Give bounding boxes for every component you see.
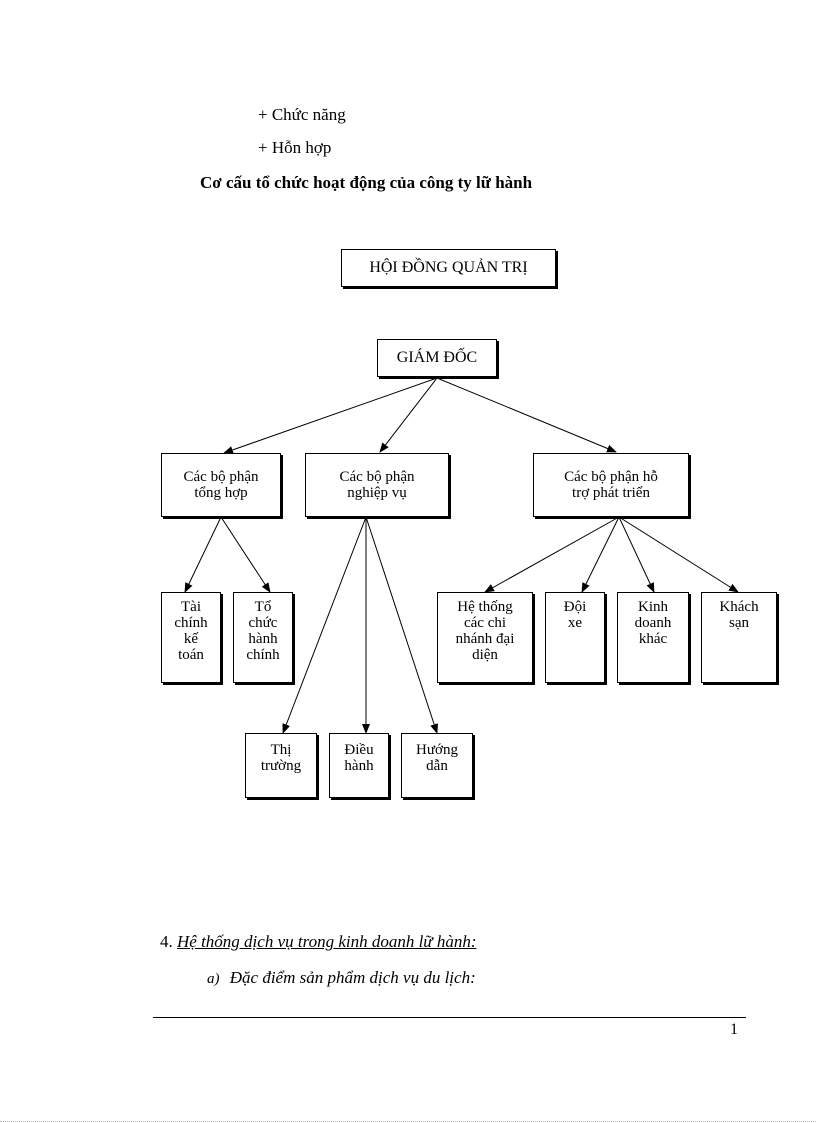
arrow-support-other (618, 516, 655, 593)
section-title: Hệ thống dịch vụ trong kinh doanh lữ hàn… (177, 932, 477, 951)
unit-market-label-1: Thị (270, 742, 292, 758)
unit-admin-label-2: chức (248, 615, 278, 631)
unit-hotel-label-1: Khách (719, 599, 759, 615)
unit-vehicles-label-1: Đội (563, 599, 587, 615)
unit-admin-label-1: Tổ (254, 599, 272, 615)
arrow-director-general (223, 377, 438, 454)
unit-branches-label-1: Hệ thống (457, 599, 513, 615)
arrow-operations-guide (365, 516, 438, 734)
dept-support-label-2: trợ phát triển (572, 485, 650, 501)
unit-guide-box: Hướng dẫn (401, 733, 473, 798)
director-label: GIÁM ĐỐC (396, 349, 478, 366)
unit-finance-label-3: kế (183, 631, 199, 647)
page-bottom-edge (0, 1121, 816, 1122)
list-line-mixed: + Hỗn hợp (258, 138, 332, 157)
arrow-general-admin (220, 516, 271, 593)
unit-operating-box: Điều hành (329, 733, 389, 798)
dept-operations-label-2: nghiệp vụ (347, 485, 407, 501)
unit-admin-box: Tổ chức hành chính (233, 592, 293, 683)
unit-branches-label-4: diện (472, 647, 498, 663)
director-box: GIÁM ĐỐC (377, 339, 497, 377)
unit-admin-label-4: chính (246, 647, 280, 663)
unit-finance-label-4: toán (178, 647, 204, 663)
unit-other-label-1: Kinh (638, 599, 668, 615)
subsection-title: Đặc điểm sản phẩm dịch vụ du lịch: (229, 968, 476, 987)
arrow-director-operations (379, 377, 438, 453)
unit-hotel-label-2: sạn (729, 615, 749, 631)
arrow-support-vehicles (581, 516, 620, 593)
board-of-directors-box: HỘI ĐỒNG QUẢN TRỊ (341, 249, 556, 287)
dept-operations-label-1: Các bộ phận (339, 469, 415, 485)
footer-rule (153, 1017, 746, 1018)
arrow-director-support (436, 377, 617, 453)
unit-other-label-2: doanh (634, 615, 672, 631)
arrow-support-branches (484, 516, 620, 593)
dept-support-label-1: Các bộ phận hỗ (564, 469, 658, 485)
unit-vehicles-label-2: xe (567, 615, 583, 631)
dept-support-box: Các bộ phận hỗ trợ phát triển (533, 453, 689, 517)
arrow-operations-market (282, 516, 367, 734)
arrow-general-finance (184, 516, 222, 593)
unit-market-box: Thị trường (245, 733, 317, 798)
unit-branches-label-3: nhánh đại (455, 631, 515, 647)
unit-branches-label-2: các chi (463, 615, 507, 631)
unit-guide-label-2: dẫn (426, 758, 448, 774)
unit-other-label-3: khác (638, 631, 668, 647)
unit-branches-box: Hệ thống các chi nhánh đại diện (437, 592, 533, 683)
unit-admin-label-3: hành (248, 631, 278, 647)
unit-operating-label-1: Điều (344, 742, 374, 758)
list-line-function: + Chức năng (258, 105, 346, 124)
arrow-support-hotel (618, 516, 739, 593)
subsection-marker: a) (207, 971, 220, 987)
unit-hotel-box: Khách sạn (701, 592, 777, 683)
unit-operating-label-2: hành (344, 758, 374, 774)
unit-vehicles-box: Đội xe (545, 592, 605, 683)
unit-guide-label-1: Hướng (416, 742, 458, 758)
unit-finance-label-2: chính (174, 615, 208, 631)
section-heading: Cơ cấu tổ chức hoạt động của công ty lữ … (200, 173, 533, 192)
page-number: 1 (730, 1021, 738, 1038)
board-label: HỘI ĐỒNG QUẢN TRỊ (369, 259, 528, 276)
unit-other-business-box: Kinh doanh khác (617, 592, 689, 683)
dept-general-label-2: tổng hợp (194, 485, 248, 501)
section-number: 4. (160, 932, 173, 951)
dept-general-label-1: Các bộ phận (183, 469, 259, 485)
subsection-a: a) Đặc điểm sản phẩm dịch vụ du lịch: (207, 968, 476, 988)
unit-market-label-2: trường (260, 758, 302, 774)
dept-operations-box: Các bộ phận nghiệp vụ (305, 453, 449, 517)
unit-finance-label-1: Tài (181, 599, 201, 615)
unit-finance-box: Tài chính kế toán (161, 592, 221, 683)
dept-general-box: Các bộ phận tổng hợp (161, 453, 281, 517)
section-4-heading: 4. Hệ thống dịch vụ trong kinh doanh lữ … (160, 932, 477, 952)
